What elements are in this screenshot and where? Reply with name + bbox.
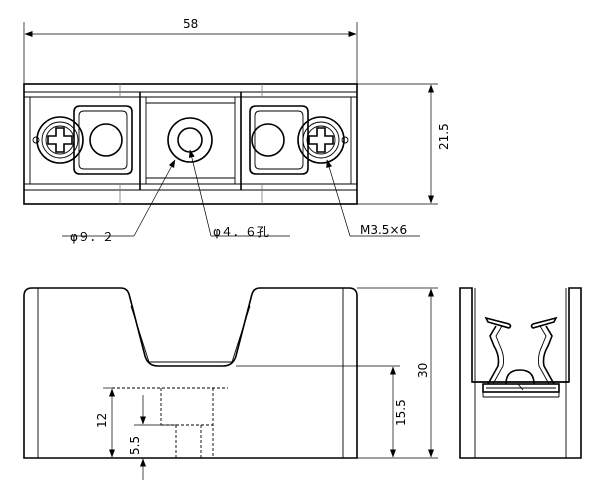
center-hole <box>177 127 203 153</box>
left-screw-cross-icon <box>47 127 73 153</box>
callout-outer-diameter: φ９．２ <box>70 230 114 244</box>
left-terminal-hole <box>89 123 123 157</box>
right-screw-cross-icon <box>308 127 334 153</box>
side-clamp-base <box>482 383 560 393</box>
dim-hole-height: 12 <box>95 413 109 428</box>
dim-height-total: 30 <box>416 363 430 378</box>
center-boss-outer <box>167 117 213 163</box>
side-left-spring <box>487 325 500 385</box>
left-terminal <box>32 105 133 175</box>
hidden-hole <box>112 387 228 458</box>
dim-total-width: 58 <box>183 17 198 31</box>
right-terminal-hole <box>251 123 285 157</box>
top-view: 58 <box>23 17 451 244</box>
callout-hole: φ４．６孔 <box>213 225 269 239</box>
dim-height-top: 21.5 <box>437 123 451 150</box>
right-terminal <box>249 105 349 175</box>
front-body-outline <box>23 287 358 459</box>
side-body-outline <box>459 287 582 459</box>
dim-hole-depth: 5.5 <box>128 436 142 455</box>
top-body-outline <box>23 83 358 205</box>
dim-channel-height: 15.5 <box>394 399 408 426</box>
side-right-spring <box>542 325 555 385</box>
callout-screw: M3.5×6 <box>360 223 407 237</box>
front-view: 12 5.5 15.5 30 <box>23 287 438 480</box>
side-view <box>459 287 582 459</box>
